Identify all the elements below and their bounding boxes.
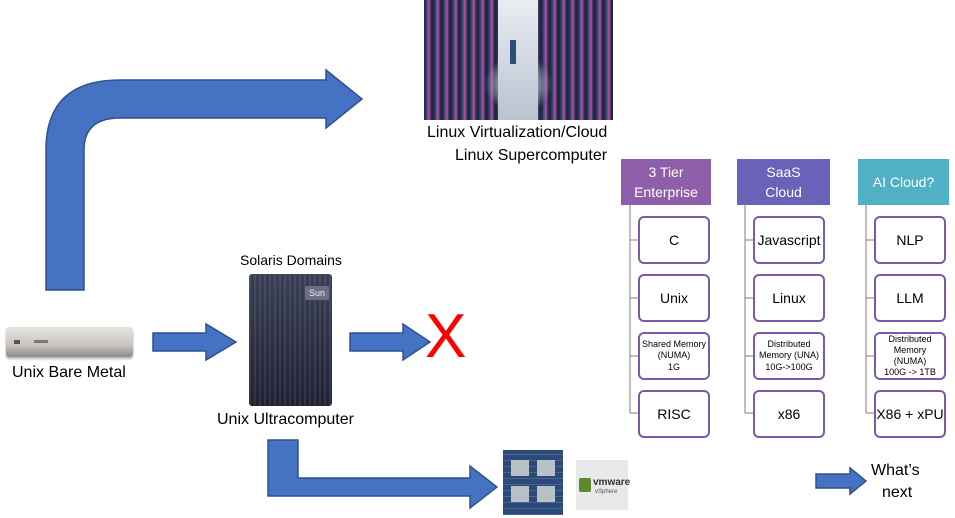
column-header-3-tier-enterprise: 3 Tier Enterprise [621,159,711,205]
sun-server-image: Sun [249,274,332,406]
arrow-to-ultracomputer [152,322,238,362]
vmware-logo-text: vmware [593,477,631,488]
whats-next-arrow [815,466,868,496]
column1-item-unix: Unix [638,274,710,322]
curved-arrow-to-cloud [45,68,364,291]
unix-ultracomputer-label: Unix Ultracomputer [217,411,354,428]
column1-item-memory: Shared Memory (NUMA) 1G [638,332,710,380]
arrow-to-x [349,322,432,362]
arrow-to-motherboard [267,439,499,510]
bare-metal-server-image [6,327,133,357]
linux-supercomputer-label: Linux Supercomputer [455,147,608,164]
column-header-saas-cloud: SaaS Cloud [737,159,830,205]
column-header-ai-cloud: AI Cloud? [858,159,949,205]
column3-item-llm: LLM [874,274,946,322]
unix-bare-metal-label: Unix Bare Metal [12,364,126,381]
vmware-vsphere-logo: vmware vSphere [576,460,631,510]
column3-item-nlp: NLP [874,216,946,264]
x-mark: X [425,302,467,371]
vsphere-logo-text: vSphere [595,489,618,495]
column3-item-x86-xpu: X86 + xPU [874,390,946,438]
datacenter-image [424,0,613,120]
whats-next-label-line1: What’s [871,462,920,479]
column-connectors [629,205,874,414]
vmware-icon [579,478,591,492]
column3-item-memory: Distributed Memory (NUMA) 100G -> 1TB [874,332,946,380]
column2-item-javascript: Javascript [753,216,825,264]
sun-logo: Sun [305,286,329,300]
column2-item-memory: Distributed Memory (UNA) 10G->100G [753,332,825,380]
column1-item-risc: RISC [638,390,710,438]
column2-item-x86: x86 [753,390,825,438]
column2-item-linux: Linux [753,274,825,322]
motherboard-image [503,450,563,515]
solaris-domains-label: Solaris Domains [240,252,342,268]
whats-next-label-line2: next [882,484,913,501]
column1-item-c: C [638,216,710,264]
linux-cloud-label: Linux Virtualization/Cloud [427,124,608,141]
